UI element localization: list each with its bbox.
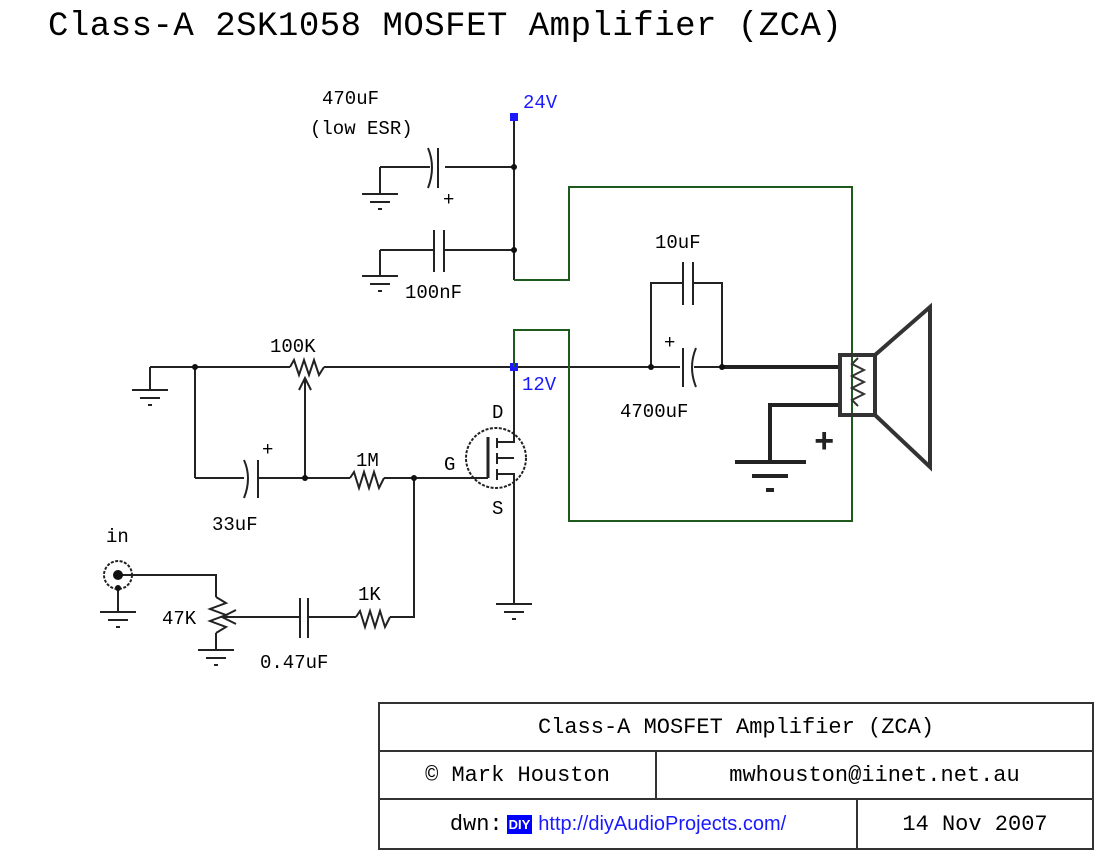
drawn-prefix: dwn: [449,811,503,837]
ground-icon [362,193,398,210]
schematic: 470uF (low ESR) + 100nF 24V 12V 100K + 3… [100,88,932,674]
ground-icon [132,389,168,406]
label-input: in [106,526,129,548]
ground-icon [100,611,136,628]
title-block: Class-A MOSFET Amplifier (ZCA) © Mark Ho… [378,702,1094,850]
label-047uf: 0.47uF [260,652,328,674]
title-block-heading-row: Class-A MOSFET Amplifier (ZCA) [380,704,1092,752]
label-10uf: 10uF [655,232,701,254]
label-4700uf: 4700uF [620,401,688,423]
author-email: mwhouston@iinet.net.au [729,762,1020,788]
label-gate: G [444,454,455,476]
drawn-by: dwn: DIY http://diyAudioProjects.com/ [380,800,858,848]
title-block-footer-row: dwn: DIY http://diyAudioProjects.com/ 14… [380,800,1092,848]
ground-icon [362,275,398,292]
label-12v: 12V [522,374,557,396]
label-source: S [492,498,503,520]
author: © Mark Houston [380,752,657,798]
ground-icon [198,649,234,666]
label-plus: + [262,439,273,461]
diagram-title: Class-A 2SK1058 MOSFET Amplifier (ZCA) [48,8,843,46]
pot-100k-zigzag [289,356,325,379]
mosfet-body [465,427,527,489]
title-block-heading: Class-A MOSFET Amplifier (ZCA) [537,714,935,740]
label-100nf: 100nF [405,282,462,304]
label-drain: D [492,402,503,424]
label-47k: 47K [162,608,197,630]
label-plus: + [664,332,675,354]
cap-curved-plate [691,347,697,388]
mosfet-source [497,473,515,600]
speaker-ground-lead [768,403,838,460]
junction-dots [113,164,725,591]
resistor-1m-zigzag [349,468,385,492]
label-100k: 100K [270,336,316,358]
ground-icon [735,460,806,492]
ground-symbols [100,193,806,666]
pot-arrow [298,375,312,391]
label-1k: 1K [358,584,381,606]
wire [693,282,723,367]
label-low-esr: (low ESR) [310,118,413,140]
wire [650,282,683,367]
speaker-plus: + [814,425,834,463]
speaker-icon [838,302,932,472]
node-24v-marker [510,113,518,121]
label-470uf: 470uF [322,88,379,110]
wire [118,574,217,597]
pot-47k-zigzag [207,596,229,634]
label-plus: + [443,189,454,211]
drawing-date: 14 Nov 2007 [902,811,1048,837]
resistor-1k-zigzag [355,607,391,631]
title-block-author-row: © Mark Houston mwhouston@iinet.net.au [380,752,1092,800]
cap-curved-plate [243,459,249,499]
ground-icon [496,603,532,620]
mosfet-drain [497,367,515,443]
label-24v: 24V [523,92,558,114]
label-1m: 1M [356,450,379,472]
label-33uf: 33uF [212,514,258,536]
website-link[interactable]: http://diyAudioProjects.com/ [538,812,787,835]
cap-curved-plate [427,147,433,189]
pot-arrow [219,609,237,625]
diy-logo-icon: DIY [506,814,533,834]
board-outline [513,186,853,522]
